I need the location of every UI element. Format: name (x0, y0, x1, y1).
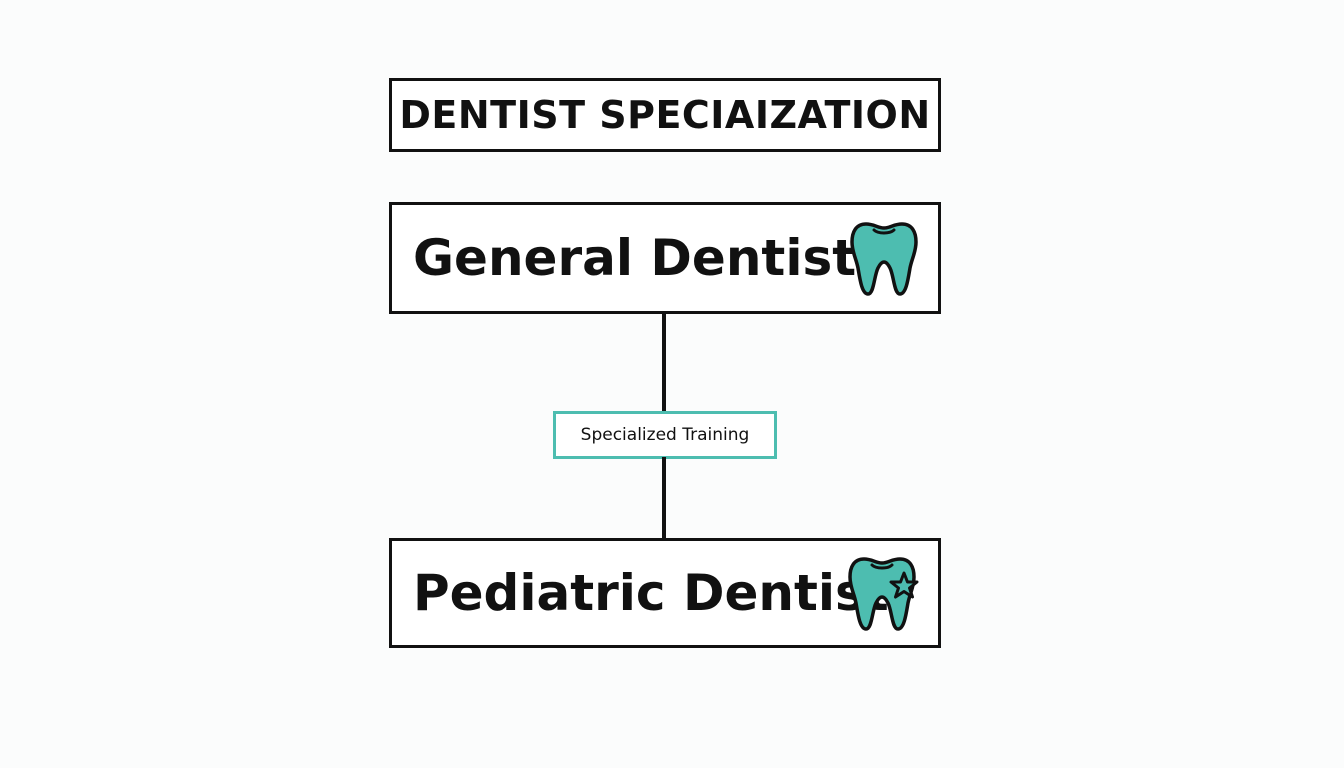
tooth-icon (850, 222, 918, 296)
diagram-title: DENTIST SPECIAIZATION (399, 93, 931, 137)
specialized-training-label: Specialized Training (580, 425, 750, 445)
general-dentist-node: General Dentist (389, 202, 941, 314)
tooth-star-icon (848, 557, 919, 631)
specialized-training-label-box: Specialized Training (553, 411, 777, 459)
connector-line-top (662, 311, 666, 412)
connector-line-bottom (662, 457, 666, 538)
title-box: DENTIST SPECIAIZATION (389, 78, 941, 152)
pediatric-dentist-label: Pediatric Dentist (413, 564, 889, 622)
pediatric-dentist-node: Pediatric Dentist (389, 538, 941, 648)
general-dentist-label: General Dentist (413, 229, 857, 287)
